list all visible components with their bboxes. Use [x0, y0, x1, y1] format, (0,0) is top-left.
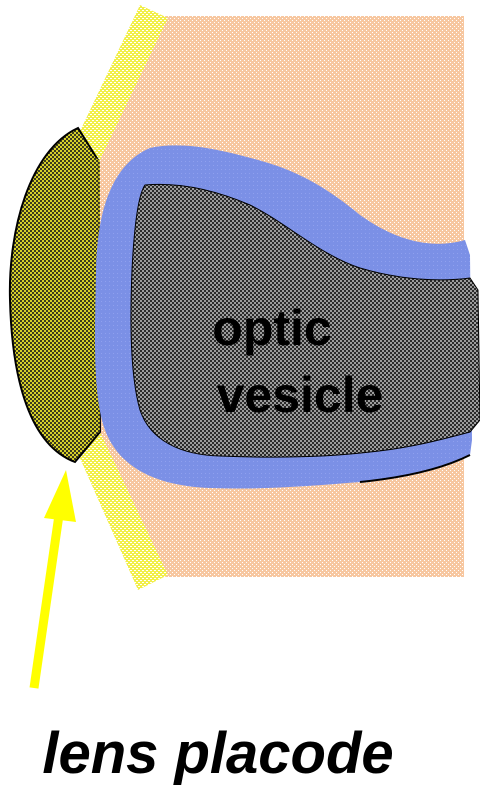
- optic-label: optic: [212, 300, 331, 356]
- lens-placode-label: lens placode: [42, 721, 393, 786]
- vesicle-label: vesicle: [217, 367, 384, 423]
- placode-arrow: [34, 470, 76, 688]
